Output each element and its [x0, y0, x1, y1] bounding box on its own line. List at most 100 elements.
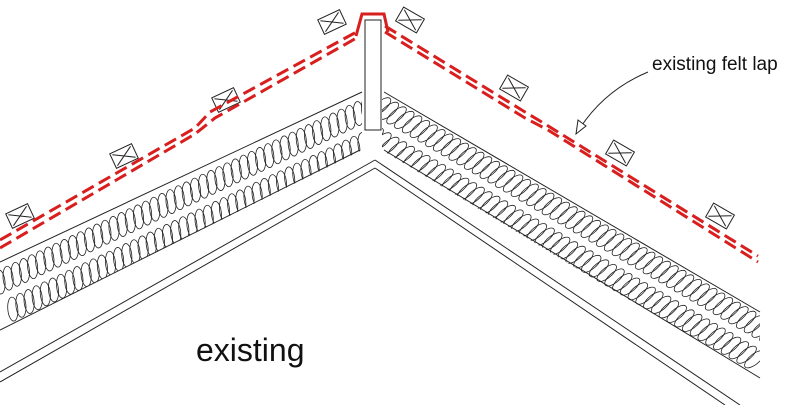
insulation-loop: [88, 258, 100, 284]
insulation-loop: [124, 208, 136, 234]
insulation-loop: [705, 327, 726, 346]
insulation-loop: [170, 220, 182, 245]
insulation-loop: [206, 170, 218, 195]
insulation-loop: [324, 147, 336, 173]
insulation-loop: [448, 177, 470, 196]
insulation-loop: [344, 104, 356, 130]
insulation-loop: [394, 110, 415, 129]
insulation-loop: [549, 201, 570, 220]
insulation-loop: [75, 231, 87, 257]
insulation-loop: [472, 191, 493, 210]
insulation-loop: [15, 292, 27, 318]
left-rafter-line-bottom: [0, 149, 361, 331]
batten-1: [5, 203, 35, 229]
insulation-loop: [105, 250, 116, 276]
insulation-loop: [222, 162, 234, 188]
insulation-right: [382, 97, 760, 369]
insulation-loop: [464, 151, 485, 170]
insulation-loop: [165, 189, 177, 214]
insulation-loop: [263, 143, 275, 168]
insulation-loop: [230, 158, 242, 184]
insulation-loop: [611, 238, 633, 257]
insulation-loop: [255, 147, 267, 172]
insulation-loop: [612, 273, 633, 292]
right-soffit-line-2: [374, 167, 726, 405]
battens: [5, 6, 736, 230]
insulation-loop: [728, 306, 749, 325]
felt-right-lower: [384, 30, 759, 264]
insulation-loop: [181, 181, 193, 207]
felt-membrane: [0, 24, 759, 264]
batten-6: [498, 74, 530, 102]
insulation-loop: [96, 254, 108, 280]
insulation-loop: [456, 147, 477, 166]
insulation-loop: [471, 156, 493, 175]
insulation-loop: [666, 269, 687, 288]
insulation-loop: [214, 166, 226, 191]
insulation-loop: [0, 269, 6, 295]
insulation-loop: [650, 260, 671, 279]
insulation-loop: [759, 324, 760, 343]
insulation-loop: [352, 101, 362, 126]
insulation-loop: [573, 250, 594, 269]
insulation-loop: [503, 209, 524, 228]
insulation-loop: [48, 277, 59, 303]
insulation-loop: [251, 181, 263, 207]
insulation-loop: [2, 265, 14, 291]
insulation-loop: [743, 315, 760, 334]
insulation-loop: [728, 341, 749, 360]
insulation-loop: [502, 174, 524, 193]
batten-7: [604, 139, 636, 167]
insulation-loop: [487, 165, 508, 184]
insulation-loop: [328, 112, 340, 138]
insulation-loop: [386, 106, 407, 125]
insulation-loop: [751, 319, 760, 338]
insulation-loop: [541, 197, 563, 216]
insulation-loop: [382, 136, 400, 155]
insulation-loop: [178, 216, 190, 242]
batten-5: [394, 6, 426, 34]
insulation-loop: [247, 150, 258, 176]
insulation-loop: [495, 169, 516, 188]
insulation-loop: [349, 135, 361, 161]
insulation-loop: [162, 224, 173, 249]
insulation-loop: [316, 151, 328, 176]
insulation-loop: [308, 155, 320, 180]
insulation-loop: [744, 350, 760, 369]
insulation-loop: [51, 242, 63, 268]
insulation-loop: [487, 200, 509, 219]
felt-right-upper: [384, 24, 759, 258]
insulation-loop: [295, 127, 307, 153]
insulation-loop: [243, 185, 255, 211]
insulation-loop: [720, 336, 742, 355]
insulation-loop: [409, 120, 431, 138]
insulation-loop: [80, 262, 92, 288]
left-rafter-line-top: [0, 91, 363, 263]
insulation-loop: [59, 239, 71, 264]
insulation-loop: [642, 256, 664, 275]
insulation-loop: [64, 269, 76, 295]
insulation-loop: [271, 139, 283, 165]
insulation-loop: [333, 143, 344, 169]
insulation-loop: [56, 273, 68, 299]
insulation-loop: [689, 283, 710, 302]
insulation-loop: [300, 158, 312, 184]
insulation-loop: [417, 124, 438, 143]
insulation-loop: [441, 173, 462, 192]
insulation-loop: [149, 196, 161, 222]
right-soffit-line: [374, 159, 741, 405]
felt-lap-leader: [575, 71, 649, 136]
insulation-loop: [619, 277, 641, 296]
insulation-loop: [433, 133, 454, 152]
felt-ridge-cap: [354, 12, 390, 37]
insulation-loop: [27, 254, 39, 280]
insulation-loop: [518, 218, 540, 237]
insulation-loop: [382, 97, 392, 116]
insulation-loop: [292, 162, 304, 188]
insulation-loop: [279, 135, 291, 161]
insulation-loop: [173, 185, 185, 211]
left-soffit-line-2: [0, 167, 376, 383]
insulation-loop: [549, 236, 571, 255]
insulation-loop: [72, 266, 84, 291]
insulation-loop: [108, 216, 120, 241]
